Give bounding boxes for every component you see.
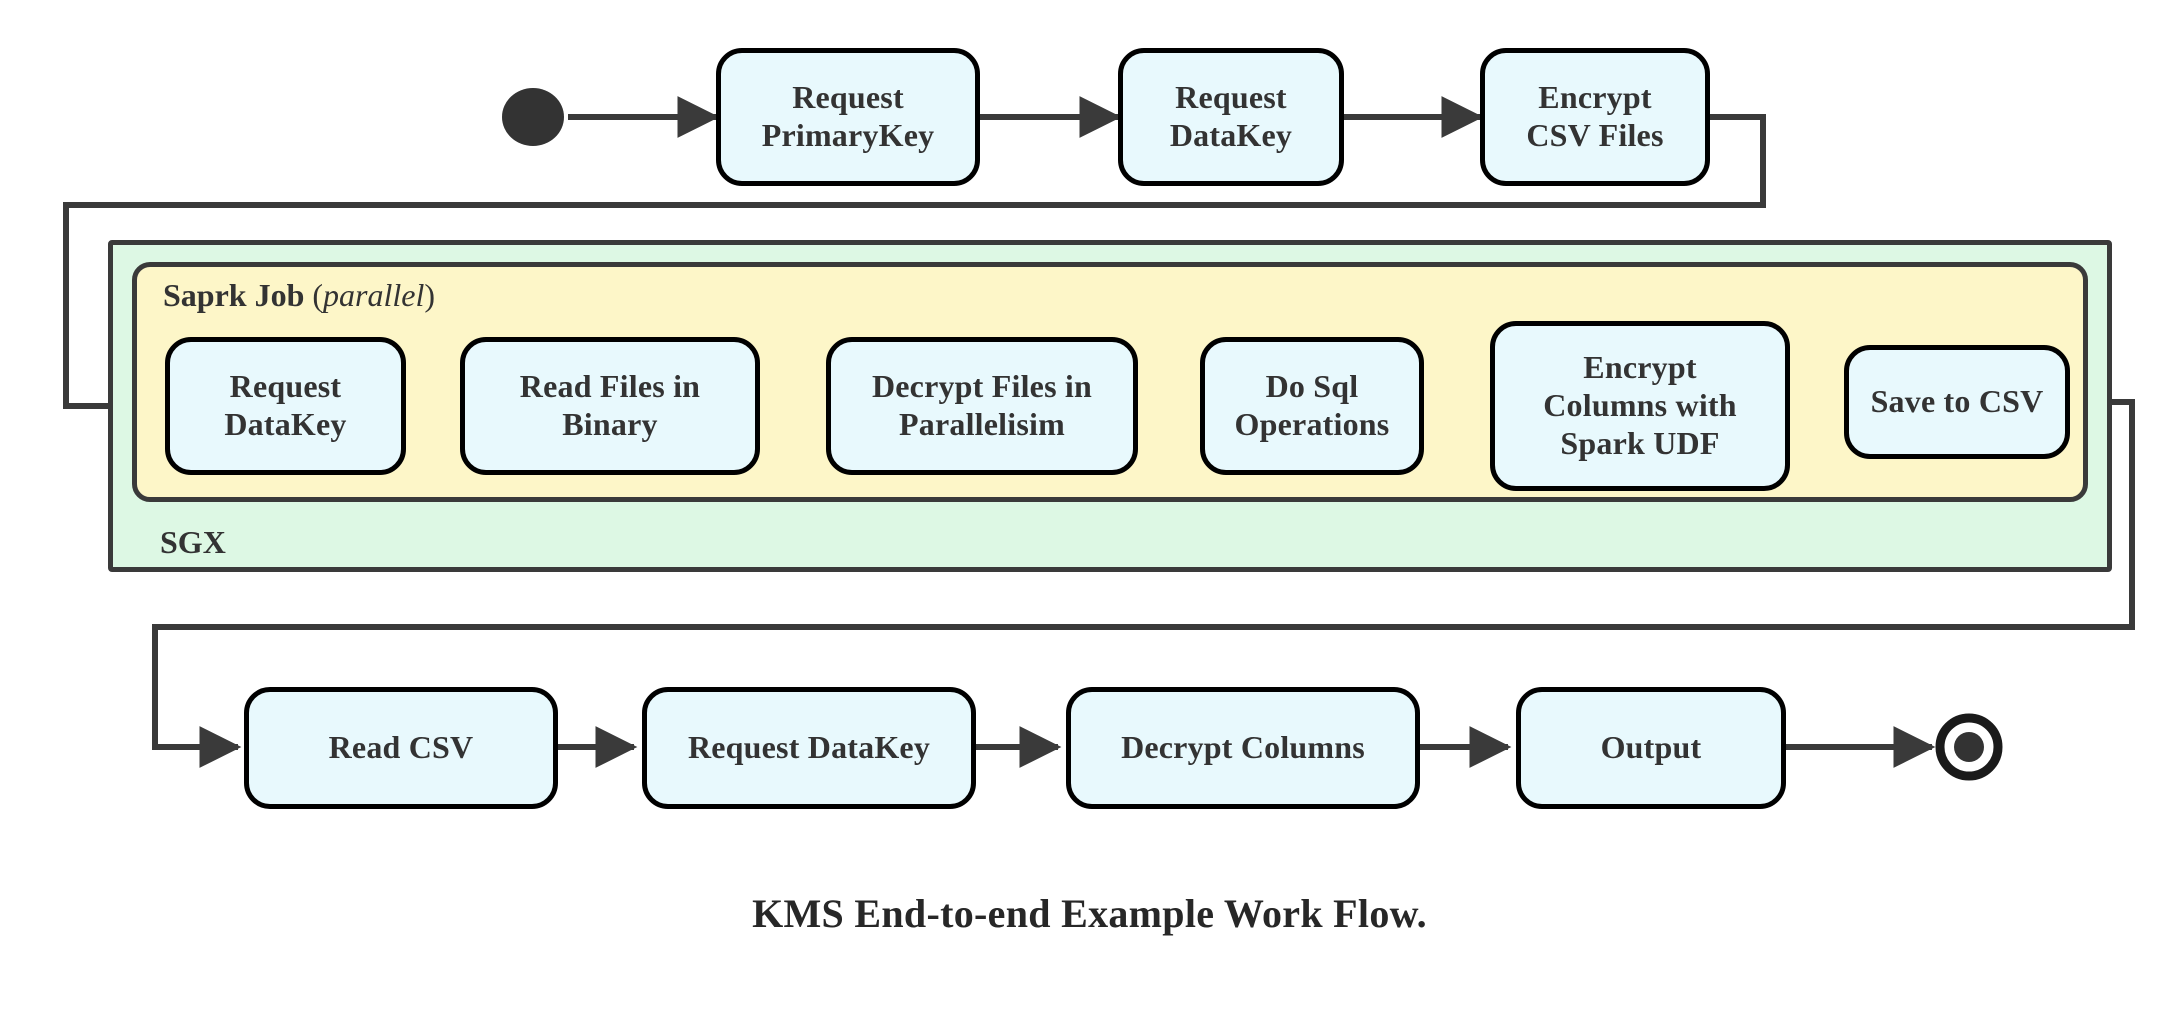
- spark-job-label-italic: parallel: [323, 277, 425, 313]
- node-label: Encrypt CSV Files: [1526, 79, 1664, 153]
- node-label: Save to CSV: [1870, 383, 2044, 420]
- node-label: Decrypt Columns: [1121, 729, 1365, 766]
- start-node: [502, 88, 564, 146]
- node-encrypt-columns-with-spark-udf[interactable]: Encrypt Columns with Spark UDF: [1490, 321, 1790, 491]
- spark-job-label: Saprk Job (parallel): [163, 277, 435, 314]
- node-label: Request DataKey: [1169, 79, 1293, 153]
- spark-job-paren-open: (: [312, 277, 324, 313]
- diagram-caption: KMS End-to-end Example Work Flow.: [752, 891, 1427, 936]
- node-request-primarykey[interactable]: Request PrimaryKey: [716, 48, 980, 186]
- node-save-to-csv[interactable]: Save to CSV: [1844, 345, 2070, 459]
- node-do-sql-operations[interactable]: Do Sql Operations: [1200, 337, 1424, 475]
- node-label: Read CSV: [328, 729, 474, 766]
- node-output[interactable]: Output: [1516, 687, 1786, 809]
- node-read-csv[interactable]: Read CSV: [244, 687, 558, 809]
- node-label: Output: [1600, 729, 1702, 766]
- node-label: Request PrimaryKey: [761, 79, 935, 153]
- node-decrypt-columns[interactable]: Decrypt Columns: [1066, 687, 1420, 809]
- node-request-datakey-top[interactable]: Request DataKey: [1118, 48, 1344, 186]
- node-label: Read Files in Binary: [519, 368, 701, 442]
- spark-job-label-bold: Saprk Job: [163, 277, 305, 313]
- node-decrypt-files-in-parallelisim[interactable]: Decrypt Files in Parallelisim: [826, 337, 1138, 475]
- node-request-datakey-spark[interactable]: Request DataKey: [165, 337, 406, 475]
- node-label: Decrypt Files in Parallelisim: [871, 368, 1093, 442]
- node-label: Request DataKey: [224, 368, 347, 442]
- spark-job-paren-close: ): [424, 277, 436, 313]
- node-request-datakey-bottom[interactable]: Request DataKey: [642, 687, 976, 809]
- sgx-label: SGX: [160, 524, 226, 560]
- node-label: Do Sql Operations: [1234, 368, 1390, 442]
- node-encrypt-csv-files[interactable]: Encrypt CSV Files: [1480, 48, 1710, 186]
- node-label: Encrypt Columns with Spark UDF: [1543, 349, 1737, 461]
- node-label: Request DataKey: [687, 729, 931, 766]
- connector-encrypt-csv-to-spark-datakey: [63, 114, 1766, 427]
- end-node: [1935, 713, 2003, 781]
- connector-save-csv-to-read-csv: [152, 399, 2135, 768]
- node-read-files-in-binary[interactable]: Read Files in Binary: [460, 337, 760, 475]
